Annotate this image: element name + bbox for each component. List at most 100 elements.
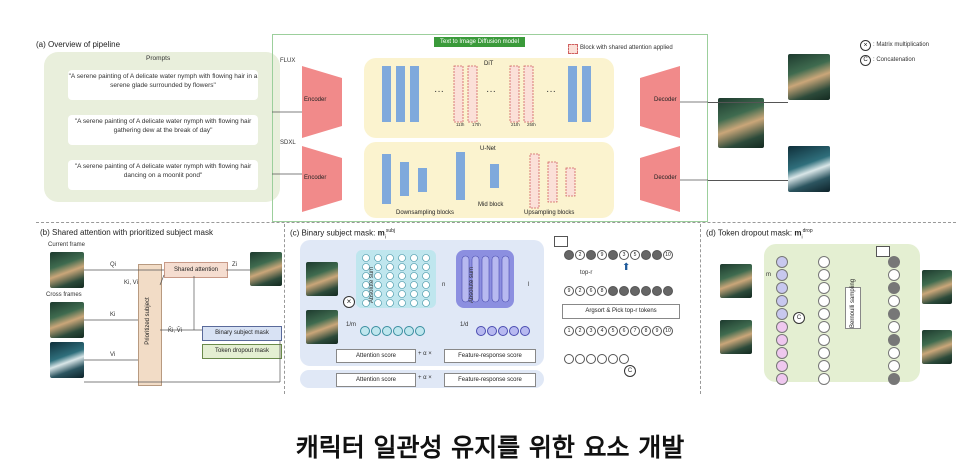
dropout-concat-token [818, 321, 830, 333]
top-token: 3 [619, 249, 629, 260]
score-token [619, 353, 629, 364]
l-label-1: l [528, 282, 530, 288]
bernoulli-box: Bernoulli sampling [845, 279, 861, 329]
feature-column [491, 255, 500, 303]
attention-cell [374, 254, 382, 262]
flux-decoder-label: Decoder [654, 97, 677, 103]
section-c-title-text: (c) Binary subject mask: [290, 228, 376, 238]
sdxl-decoder-shape [640, 146, 680, 212]
cross-frames-label: Cross frames [46, 292, 82, 298]
attention-cell [362, 272, 370, 280]
index-token: 10 [663, 325, 673, 336]
output-connector-line-2 [708, 180, 788, 181]
index-token: 4 [597, 325, 607, 336]
index-token: 7 [630, 325, 640, 336]
dropout-input-token [776, 308, 788, 320]
section-d-sup: drop [802, 228, 813, 234]
dropout-mask-token [888, 256, 900, 268]
cross-frame-image-2 [50, 342, 84, 378]
score-tokens-row [564, 350, 630, 368]
dit-block [410, 66, 419, 122]
ellipsis: ··· [434, 86, 444, 97]
attention-cell [422, 281, 430, 289]
dropout-input-token [776, 282, 788, 294]
dropout-concat-token [818, 347, 830, 359]
k-label: Ki [110, 312, 116, 318]
kv-label: Ki, Vi [124, 280, 138, 286]
dit-shared-block [523, 65, 534, 123]
current-frame-image [50, 252, 84, 288]
matrix-mult-icon: × [860, 40, 871, 51]
dropout-mask-token [888, 347, 900, 359]
dropout-concat-token [818, 269, 830, 281]
top-token: 10 [663, 249, 673, 260]
feature-response-box-2: Feature-response score [444, 373, 536, 387]
prompt-3: "A serene painting of A delicate water n… [68, 160, 258, 190]
feature-score-cell [520, 325, 530, 336]
attention-score-cell [382, 325, 392, 336]
dropout-concat-token [818, 360, 830, 372]
score-token [608, 353, 618, 364]
unet-up-block [565, 167, 576, 197]
dropout-mask-token [888, 321, 900, 333]
attention-cell [398, 281, 406, 289]
section-c-sup: subj [385, 228, 396, 234]
q-label: Qi [110, 262, 116, 268]
dit-block [396, 66, 405, 122]
flux-encoder-label: Encoder [304, 97, 327, 103]
attention-cell [410, 281, 418, 289]
feature-response-box-1: Feature-response score [444, 349, 536, 363]
attention-cell [398, 290, 406, 298]
sorted-token [608, 285, 618, 296]
binary-subject-mask-box: Binary subject mask [202, 326, 282, 341]
dropout-input-token [776, 321, 788, 333]
dropout-concat-token [818, 282, 830, 294]
attention-cell [410, 290, 418, 298]
prompt-2: "A serene painting of A delicate water n… [68, 115, 258, 145]
unet-down-block [418, 168, 427, 192]
dit-panel [364, 58, 614, 138]
output-image-middle [718, 98, 764, 148]
dit-marker-25: 25th [527, 122, 536, 127]
up-arrow-icon: ⬆ [622, 262, 631, 273]
dit-block [582, 66, 591, 122]
prioritized-subject-bar [138, 264, 162, 386]
attention-cell [386, 254, 394, 262]
dit-label: DiT [484, 61, 494, 67]
unet-label: U-Net [480, 146, 496, 152]
sorted-token [663, 285, 673, 296]
dropout-input-image-1 [720, 264, 752, 298]
attention-cell [386, 272, 394, 280]
dit-shared-block [467, 65, 478, 123]
score-token [575, 353, 585, 364]
flux-decoder-shape [640, 66, 680, 138]
attention-cell [386, 299, 394, 307]
plus-alpha-1: + α × [418, 351, 432, 357]
section-c-title: (c) Binary subject mask: misubj [290, 228, 395, 240]
dropout-concat-token [818, 295, 830, 307]
dropout-mask-token [888, 295, 900, 307]
attention-score-cell [360, 325, 370, 336]
mid-block-label: Mid block [478, 202, 504, 208]
attention-cell [374, 299, 382, 307]
dropout-mask-token [888, 282, 900, 294]
prompt-1: "A serene painting of A delicate water n… [68, 70, 258, 100]
n-label-1: n [442, 282, 446, 288]
absolute-sum-label-1: Absolute sum [369, 266, 376, 304]
attention-cell [410, 254, 418, 262]
dropout-concat-token [818, 256, 830, 268]
top-token [586, 249, 596, 260]
model-banner: Text to Image Diffusion model [434, 37, 525, 47]
dropout-input-token [776, 256, 788, 268]
attention-cell [398, 299, 406, 307]
attention-score-cell [404, 325, 414, 336]
attention-cell [422, 290, 430, 298]
unet-mid-block [490, 164, 499, 188]
unet-down-block [400, 162, 409, 196]
attention-cell [362, 281, 370, 289]
attention-cell [410, 263, 418, 271]
attention-cell [398, 272, 406, 280]
ellipsis: ··· [546, 86, 556, 97]
